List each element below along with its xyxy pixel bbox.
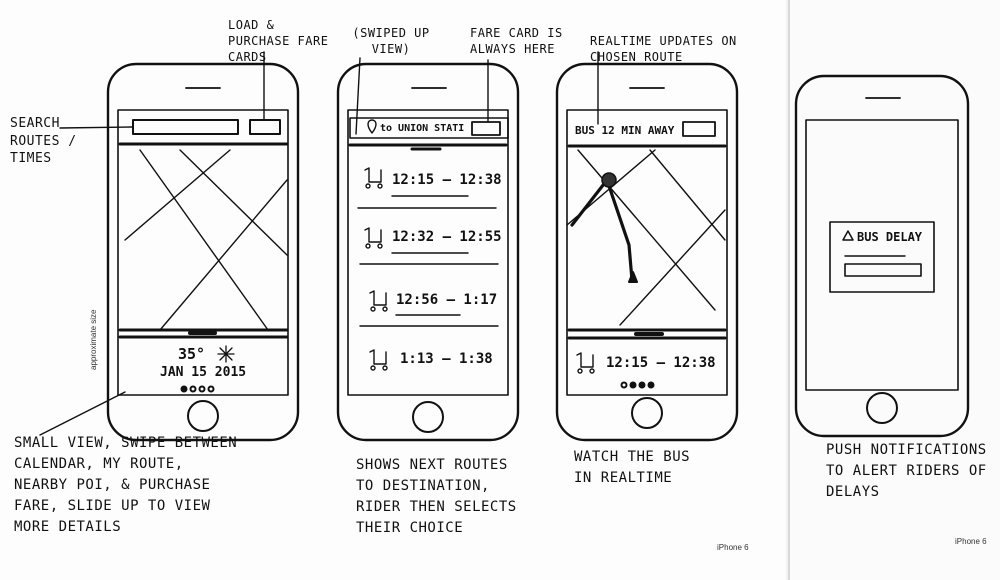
annotation-shows-next: SHOWS NEXT ROUTES TO DESTINATION, RIDER … [356,457,517,536]
route-option-1[interactable]: 12:15 – 12:38 [392,172,502,188]
annotation-swiped-up: (SWIPED UP VIEW) [352,26,430,57]
device-label-1: iPhone 6 [717,543,749,552]
warning-icon [842,230,854,241]
annotation-watch-bus: WATCH THE BUS IN REALTIME [574,449,691,486]
map-streets [124,149,288,331]
route-option-3[interactable]: 12:56 – 1:17 [396,292,498,308]
annotation-push: PUSH NOTIFICATIONS TO ALERT RIDERS OF DE… [826,442,987,500]
bus-position-icon [601,172,617,188]
destination-field[interactable]: to UNION STATI [380,123,465,134]
annotation-search: SEARCH ROUTES / TIMES [10,116,77,167]
annotation-load-fare: LOAD & PURCHASE FARE CARDS [228,18,329,65]
bus-status-text: BUS 12 MIN AWAY [575,124,675,137]
snowflake-icon [217,345,235,363]
search-bar [132,119,239,135]
fare-card-button [249,119,281,135]
destination-marker [628,271,638,283]
phone-3 [555,62,739,442]
location-pin-icon [367,119,377,134]
phone-1 [106,62,300,442]
route-option-2[interactable]: 12:32 – 12:55 [392,229,502,245]
phone-4 [794,74,970,438]
annotation-arrows [39,51,599,436]
sketch-sheet-main [0,0,786,580]
annotation-fare-card: FARE CARD IS ALWAYS HERE [470,26,563,57]
size-note: approximate size [89,309,98,370]
map-streets-3 [566,149,726,326]
route-option-4[interactable]: 1:13 – 1:38 [400,351,493,367]
chosen-route-time[interactable]: 12:15 – 12:38 [606,355,716,371]
annotation-realtime: REALTIME UPDATES ON CHOSEN ROUTE [590,34,737,65]
alert-title: BUS DELAY [857,230,923,244]
temperature-readout: 35° [178,345,206,363]
annotation-small-view: SMALL VIEW, SWIPE BETWEEN CALENDAR, MY R… [14,435,238,535]
device-label-2: iPhone 6 [955,537,987,546]
bus-route [570,178,634,282]
date-readout: JAN 15 2015 [160,365,247,380]
alert-dialog [829,221,935,293]
phone-2 [336,62,520,442]
sketch-sheet-secondary [788,0,1000,580]
